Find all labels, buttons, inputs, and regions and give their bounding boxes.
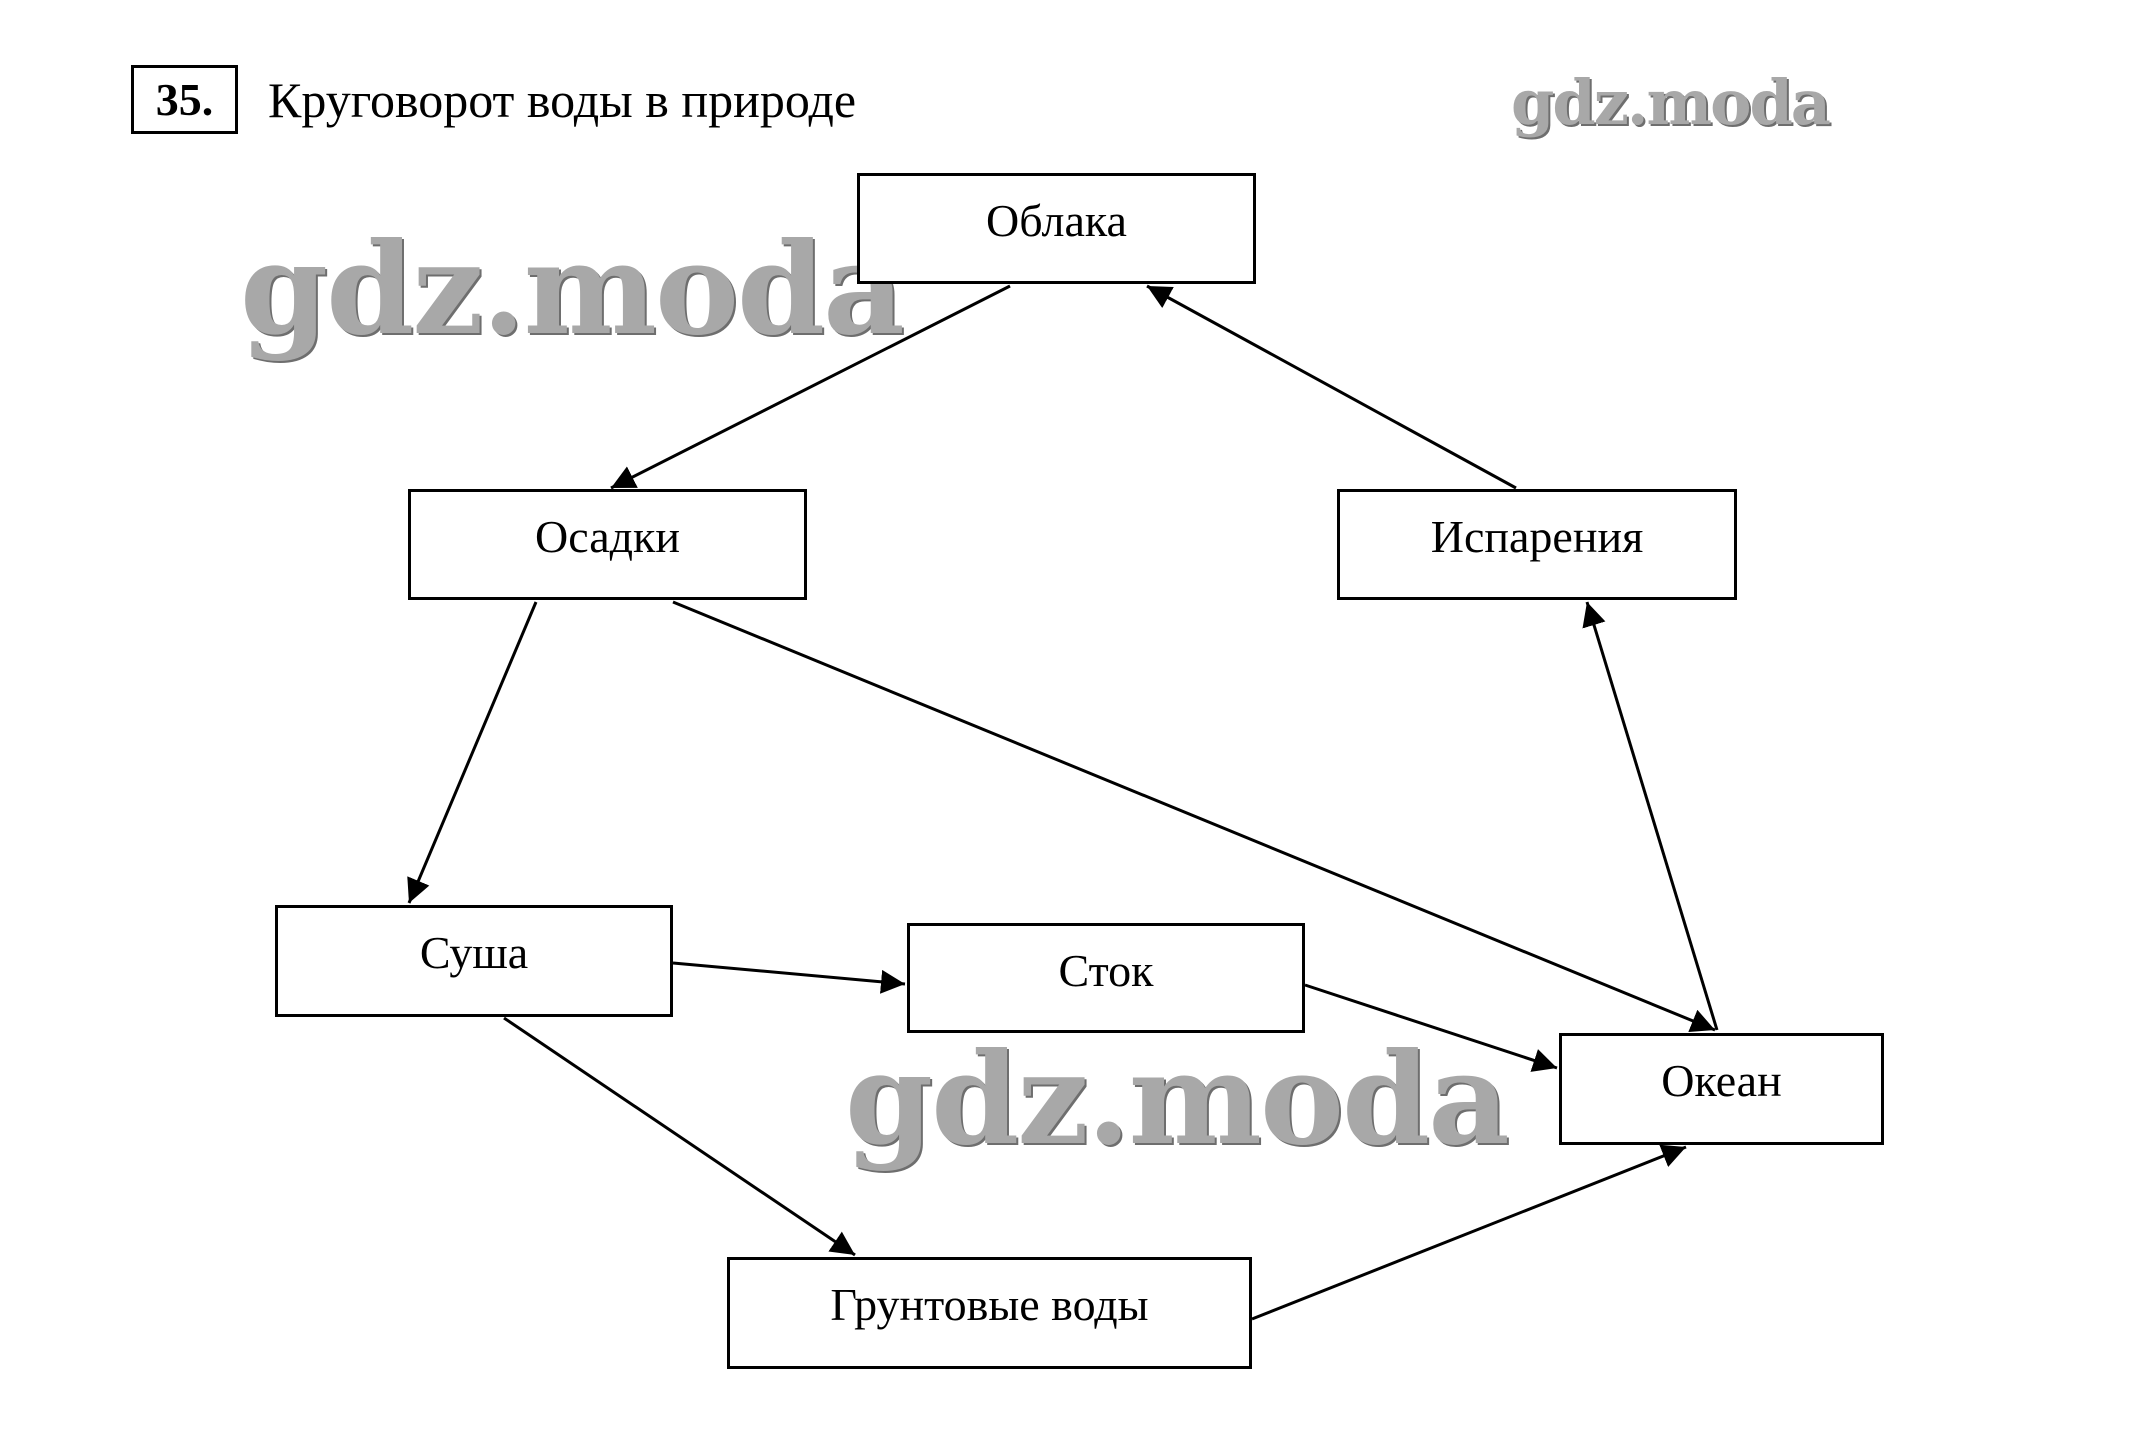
arrow-clouds-precipitation <box>610 284 1011 490</box>
node-land: Суша <box>275 905 673 1017</box>
arrow-groundwater-ocean <box>1251 1144 1687 1321</box>
exercise-number: 35. <box>131 65 238 134</box>
node-clouds: Облака <box>857 173 1256 284</box>
node-evaporation: Испарения <box>1337 489 1737 600</box>
watermark: gdz.moda <box>845 1025 1510 1173</box>
arrow-runoff-ocean <box>1304 983 1558 1072</box>
watermark: gdz.moda <box>1511 66 1831 139</box>
page-title: Круговорот воды в природе <box>268 72 857 128</box>
node-ocean: Океан <box>1559 1033 1884 1145</box>
arrow-land-runoff <box>672 961 906 994</box>
node-runoff: Сток <box>907 923 1305 1033</box>
arrow-precipitation-ocean <box>672 600 1716 1032</box>
arrow-precipitation-land <box>407 601 538 904</box>
arrow-evaporation-clouds <box>1146 284 1517 490</box>
arrow-land-groundwater <box>503 1016 856 1257</box>
arrow-ocean-evaporation <box>1582 601 1719 1031</box>
watermark: gdz.moda <box>240 215 905 363</box>
node-groundwater: Грунтовые воды <box>727 1257 1252 1369</box>
node-precipitation: Осадки <box>408 489 807 600</box>
